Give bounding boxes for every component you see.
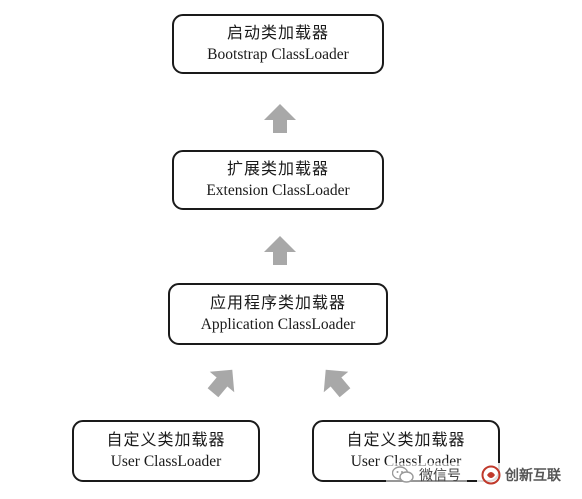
node-extension-classloader: 扩展类加载器 Extension ClassLoader <box>172 150 384 210</box>
watermark: 微信号 创新互联 <box>386 455 582 495</box>
node-title-zh: 启动类加载器 <box>226 23 329 42</box>
node-title-en: Bootstrap ClassLoader <box>207 46 349 63</box>
wechat-icon <box>392 466 414 483</box>
node-title-en: Extension ClassLoader <box>206 182 350 199</box>
brand-label: 创新互联 <box>505 468 561 484</box>
arrow-user-left-to-application <box>207 369 235 398</box>
node-bootstrap-classloader: 启动类加载器 Bootstrap ClassLoader <box>172 14 384 74</box>
node-title-zh: 自定义类加载器 <box>346 430 466 449</box>
node-title-zh: 自定义类加载器 <box>106 430 226 449</box>
wechat-label: 微信号 <box>419 468 461 484</box>
arrow-application-to-extension <box>264 236 296 265</box>
node-application-classloader: 应用程序类加载器 Application ClassLoader <box>168 283 388 345</box>
node-title-zh: 扩展类加载器 <box>226 159 329 178</box>
arrow-extension-to-bootstrap <box>264 104 296 133</box>
brand-watermark: 创新互联 <box>477 463 565 487</box>
node-title-zh: 应用程序类加载器 <box>209 293 346 312</box>
brand-logo-icon <box>481 465 501 485</box>
wechat-watermark: 微信号 <box>386 463 467 487</box>
node-user-classloader-left: 自定义类加载器 User ClassLoader <box>72 420 260 482</box>
node-title-en: User ClassLoader <box>110 453 222 470</box>
arrow-user-right-to-application <box>323 369 351 398</box>
node-title-en: Application ClassLoader <box>200 316 356 333</box>
